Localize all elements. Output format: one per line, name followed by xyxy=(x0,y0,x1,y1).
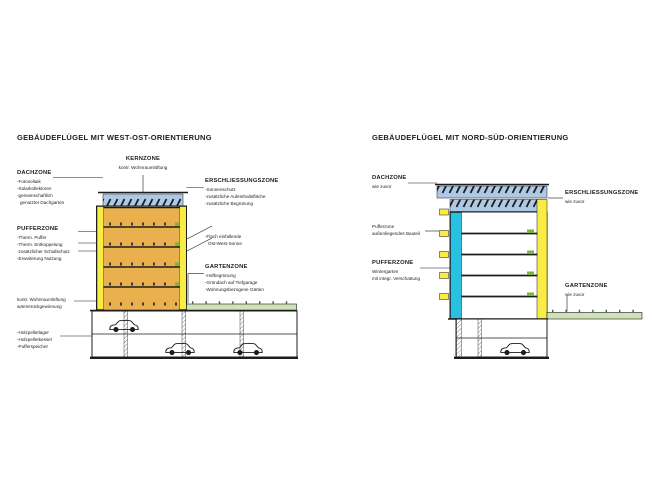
floor-slabs xyxy=(103,206,180,288)
keller-item: -Holzpelletkessel xyxy=(17,337,52,343)
gartenzone-header: GARTENZONE xyxy=(205,264,248,270)
gartenzone-header: GARTENZONE xyxy=(565,283,608,289)
pufferzone-header: PUFFERZONE xyxy=(17,226,59,232)
interior-furniture-marks xyxy=(109,222,177,306)
wintergarten-strip xyxy=(450,212,462,319)
dachzone-item: -gemeinschaftlich xyxy=(17,193,53,199)
sun-note-line: -Flach einfallende xyxy=(205,234,242,239)
gartenzone-block-right: GARTENZONE wie zuvor xyxy=(565,283,608,298)
erschliessung-strip-sued xyxy=(536,199,548,320)
garden-strip xyxy=(546,312,643,320)
gartenzone-item: -Gründach auf Tiefgarage xyxy=(205,280,258,286)
right-diagram-title: GEBÄUDEFLÜGEL MIT NORD-SÜD-ORIENTIERUNG xyxy=(372,133,569,142)
pufferzone-item: Wintergarten xyxy=(372,269,399,274)
solar-panels-icon xyxy=(437,186,547,198)
kernzone-label-block: KERNZONE kontr. Wohnraumlüftung xyxy=(101,156,185,171)
puffer-bauteil-note: außenliegendes Bauteil xyxy=(372,231,421,237)
leader-lines-left xyxy=(53,175,213,337)
pufferzone-block-left: PUFFERZONE -Therm. Puffer -Therm. Entkop… xyxy=(17,226,70,262)
solar-panels-icon xyxy=(103,194,183,206)
pufferzone-item: -Therm. Puffer xyxy=(17,235,47,240)
erschliessungszone-note: wie zuvor xyxy=(565,199,585,204)
erschliessungszone-item: -zusätzliche Begrünung xyxy=(205,201,254,207)
left-diagram-title: GEBÄUDEFLÜGEL MIT WEST-OST-ORIENTIERUNG xyxy=(17,133,212,142)
erschliessungszone-item: -zusätzliche Aufenthaltsfläche xyxy=(205,194,266,200)
sun-note-block: -Flach einfallende Ost-West-Sonne xyxy=(205,233,242,247)
gartenzone-item: -Hofbegrünung xyxy=(205,273,236,278)
dachzone-item: -Fotovoltaik xyxy=(17,179,41,184)
kernzone-header: KERNZONE xyxy=(125,156,161,162)
dachzone-item: genutzter Dachgarten xyxy=(20,200,65,206)
keller-item: -Pufferspeicher xyxy=(17,344,49,350)
nord-sued-section xyxy=(408,182,643,359)
building-outline xyxy=(449,211,548,320)
ventilation-note-block: kontr. Wohnraumlüftung wärmerückgewinnun… xyxy=(17,296,66,310)
courtyard-garden-strip xyxy=(186,303,297,311)
apartment-floors xyxy=(104,207,179,309)
leader-lines-right xyxy=(408,182,568,312)
erschliessungszone-block-right: ERSCHLIESSUNGSZONE wie zuvor xyxy=(565,190,639,205)
dachzone-item: -Solarkollektoren xyxy=(17,186,52,192)
erschliessungszone-item: -Sonnenschutz xyxy=(205,187,236,192)
ventilation-note-line: kontr. Wohnraumlüftung xyxy=(17,297,66,302)
pufferzone-block-right: PUFFERZONE Wintergarten mit integr. Vers… xyxy=(372,260,420,282)
dachzone-header: DACHZONE xyxy=(372,175,407,181)
balcony-plants xyxy=(527,229,534,296)
dachzone-note: wie zuvor xyxy=(372,184,392,189)
dachzone-block-left: DACHZONE -Fotovoltaik -Solarkollektoren … xyxy=(17,170,64,206)
west-ost-section xyxy=(53,175,298,359)
dachzone-header: DACHZONE xyxy=(17,170,52,176)
floor-slabs xyxy=(461,232,538,298)
solar-panels-icon xyxy=(450,199,538,212)
pufferzone-item: -zusätzlicher Schallschutz xyxy=(17,249,70,255)
pufferzone-item: -Therm. Entkoppelung xyxy=(17,242,63,248)
outboard-puffer-elements xyxy=(439,208,449,300)
gartenzone-note: wie zuvor xyxy=(565,292,585,297)
keller-item: -Holzpelletlager xyxy=(17,330,49,335)
puffer-bauteil-block: Pufferzone außenliegendes Bauteil xyxy=(372,223,420,237)
pufferzone-item: mit integr. Verschattung xyxy=(372,276,421,282)
erschliessungszone-header: ERSCHLIESSUNGSZONE xyxy=(205,178,279,184)
kernzone-note: kontr. Wohnraumlüftung xyxy=(118,165,168,170)
dachzone-block-right: DACHZONE wie zuvor xyxy=(372,175,406,190)
gartenzone-item: -Wohnungsbezogene Gärten xyxy=(205,287,264,293)
pufferzone-strip-west xyxy=(96,206,104,310)
gartenzone-block-left: GARTENZONE -Hofbegrünung -Gründach auf T… xyxy=(205,264,264,293)
erschliessungszone-header: ERSCHLIESSUNGSZONE xyxy=(565,190,639,196)
pufferzone-header: PUFFERZONE xyxy=(372,260,414,266)
sun-note-line: Ost-West-Sonne xyxy=(208,241,242,247)
erschliessung-strip-ost xyxy=(179,206,187,310)
pufferzone-item: -Erweiterung Nutzung xyxy=(17,256,62,262)
balcony-plants xyxy=(175,222,179,286)
keller-block: -Holzpelletlager -Holzpelletkessel -Puff… xyxy=(17,329,52,350)
erschliessungszone-block-left: ERSCHLIESSUNGSZONE -Sonnenschutz -zusätz… xyxy=(205,178,279,207)
ventilation-note-line: wärmerückgewinnung xyxy=(17,304,62,310)
puffer-bauteil-label: Pufferzone xyxy=(372,224,395,229)
